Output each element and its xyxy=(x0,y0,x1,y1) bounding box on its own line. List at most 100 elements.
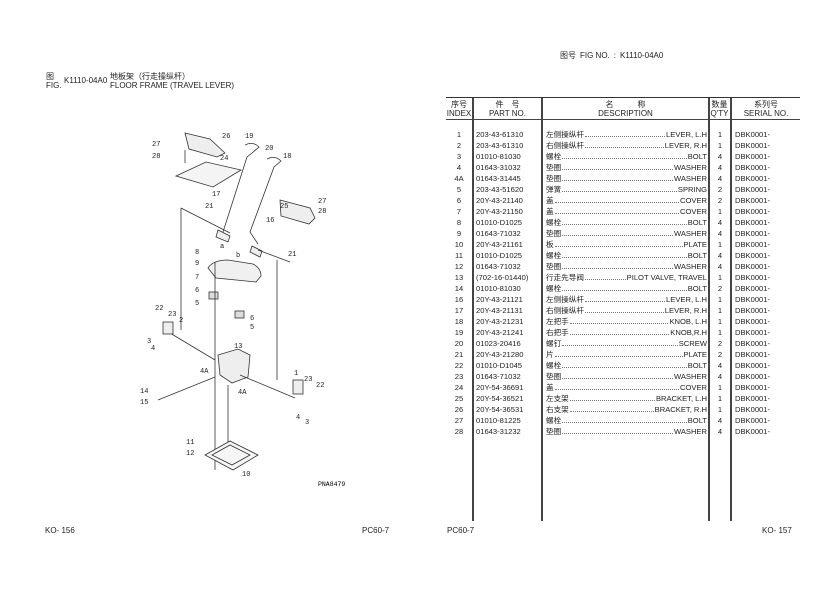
part-number-cell: 203-43-61310 xyxy=(476,141,524,150)
index-cell: 22 xyxy=(454,361,464,370)
part-number-cell: 203-43-61310 xyxy=(476,130,524,139)
description-cn: 垫圈 xyxy=(546,372,562,381)
index-cell: 17 xyxy=(454,306,464,315)
index-cell: 18 xyxy=(454,317,464,326)
callout-label: 26 xyxy=(222,133,230,141)
description-en: LEVER, R.H xyxy=(664,141,707,150)
serial-cell: DBK0001- xyxy=(735,218,771,227)
index-cell: 10 xyxy=(454,240,464,249)
leader-dots xyxy=(562,360,687,368)
serial-cell: DBK0001- xyxy=(735,317,771,326)
serial-cell: DBK0001- xyxy=(735,174,771,183)
qty-cell: 4 xyxy=(717,251,723,260)
description-cell: 右侧操纵杆 LEVER, R.H xyxy=(546,140,707,151)
callout-label: 4 xyxy=(151,345,155,353)
callout-label: 20 xyxy=(265,145,273,153)
description-en: WASHER xyxy=(673,163,707,172)
callout-label: 16 xyxy=(266,217,274,225)
index-cell: 5 xyxy=(456,185,462,194)
index-cell: 28 xyxy=(454,427,464,436)
part-number-cell: 20Y-54-36531 xyxy=(476,405,524,414)
fig-label-en: FIG NO. xyxy=(580,51,610,60)
leader-dots xyxy=(562,173,673,181)
description-en: PLATE xyxy=(683,240,708,249)
right-model: PC60-7 xyxy=(447,526,475,535)
description-cn: 垫圈 xyxy=(546,174,562,183)
description-en: WASHER xyxy=(673,372,707,381)
description-cn: 盖 xyxy=(546,207,554,216)
callout-label: 28 xyxy=(318,208,326,216)
qty-cell: 2 xyxy=(717,185,723,194)
description-cn: 螺栓 xyxy=(546,251,562,260)
index-cell: 4A xyxy=(454,174,464,183)
description-cn: 左支架 xyxy=(546,394,569,403)
description-en: SCREW xyxy=(678,339,707,348)
callout-label: 4A xyxy=(238,389,247,397)
description-cn: 左侧操纵杆 xyxy=(546,295,584,304)
leader-dots xyxy=(562,250,687,258)
left-model: PC60-7 xyxy=(362,526,390,535)
figure-title-en: FLOOR FRAME (TRAVEL LEVER) xyxy=(110,81,235,90)
description-cn: 螺栓 xyxy=(546,361,562,370)
description-en: PILOT VALVE, TRAVEL xyxy=(626,273,707,282)
leader-dots xyxy=(562,228,673,236)
index-cell: 25 xyxy=(454,394,464,403)
description-cn: 左侧操纵杆 xyxy=(546,130,584,139)
callout-label: 27 xyxy=(152,141,160,149)
description-cn: 左把手 xyxy=(546,317,569,326)
part-number-cell: 20Y-43-21280 xyxy=(476,350,524,359)
qty-cell: 1 xyxy=(717,130,723,139)
fig-number: K1110-04A0 xyxy=(64,76,108,85)
callout-label: 10 xyxy=(242,471,250,479)
qty-cell: 4 xyxy=(717,262,723,271)
qty-cell: 4 xyxy=(717,229,723,238)
description-cn: 盖 xyxy=(546,383,554,392)
serial-cell: DBK0001- xyxy=(735,361,771,370)
index-cell: 26 xyxy=(454,405,464,414)
leader-dots xyxy=(554,349,683,357)
description-cn: 片 xyxy=(546,350,554,359)
part-number-cell: 20Y-54-36521 xyxy=(476,394,524,403)
description-en: PLATE xyxy=(683,350,708,359)
qty-cell: 4 xyxy=(717,218,723,227)
leader-dots xyxy=(562,415,687,423)
leader-dots xyxy=(562,371,673,379)
callout-label: 18 xyxy=(283,153,291,161)
index-cell: 2 xyxy=(456,141,462,150)
fig-separator: : xyxy=(613,51,617,60)
callout-label: 14 xyxy=(140,388,148,396)
qty-cell: 4 xyxy=(717,152,723,161)
serial-cell: DBK0001- xyxy=(735,328,771,337)
callout-label: 21 xyxy=(205,203,213,211)
callout-label: 13 xyxy=(234,343,242,351)
fig-label-cn: 图 xyxy=(46,72,54,81)
description-en: BOLT xyxy=(687,416,707,425)
callout-label: 23 xyxy=(168,311,176,319)
qty-cell: 1 xyxy=(717,394,723,403)
part-number-cell: 01643-31232 xyxy=(476,427,521,436)
serial-cell: DBK0001- xyxy=(735,295,771,304)
callout-label: b xyxy=(236,252,240,260)
part-number-cell: 01023-20416 xyxy=(476,339,521,348)
description-en: WASHER xyxy=(673,427,707,436)
description-cn: 右侧操纵杆 xyxy=(546,141,584,150)
